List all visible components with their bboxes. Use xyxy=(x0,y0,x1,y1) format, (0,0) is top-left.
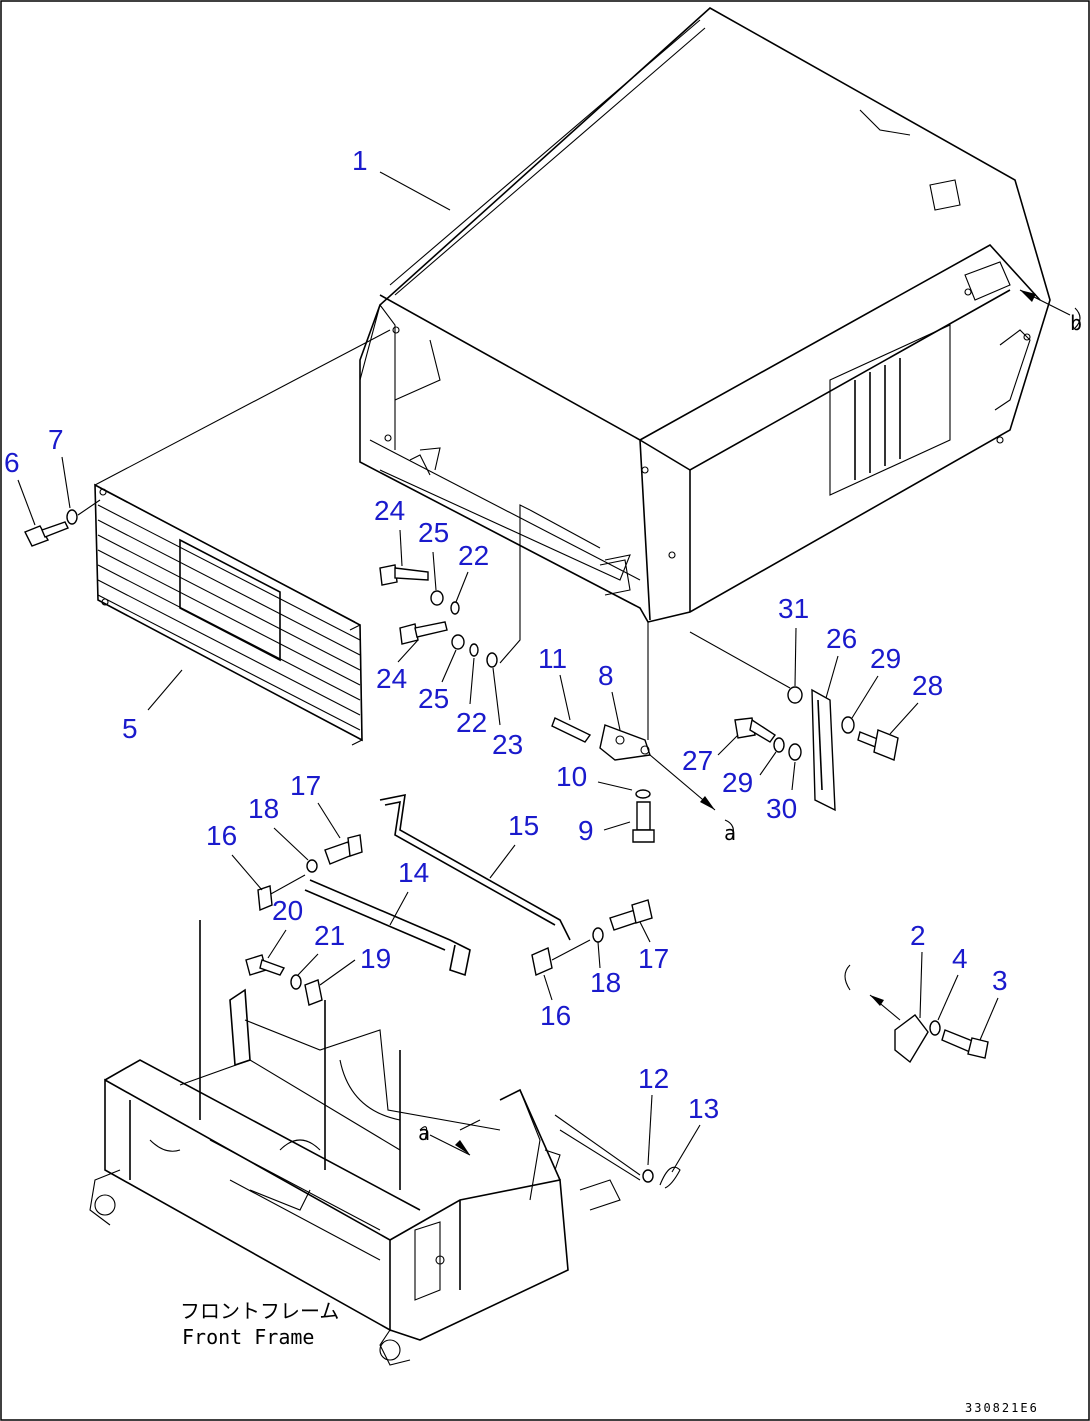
callout-24-bottom: 24 xyxy=(376,663,407,694)
callout-9: 9 xyxy=(578,815,594,846)
callout-7: 7 xyxy=(48,424,64,455)
bolts-24-25-22-23 xyxy=(379,504,601,668)
callout-16-right: 16 xyxy=(540,1000,571,1031)
callout-6: 6 xyxy=(4,447,20,478)
bracket-26-assembly xyxy=(689,631,899,812)
ref-letter-b: b xyxy=(1070,311,1082,335)
callout-25-top: 25 xyxy=(418,517,449,548)
ref-letter-a: a xyxy=(724,821,736,845)
callout-18-left: 18 xyxy=(248,793,279,824)
callout-17-right: 17 xyxy=(638,943,669,974)
pin-12-clip-13 xyxy=(642,1166,681,1189)
callout-20: 20 xyxy=(272,895,303,926)
callout-24-top: 24 xyxy=(374,495,405,526)
hood-cover xyxy=(359,7,1081,623)
callout-13: 13 xyxy=(688,1093,719,1124)
bolts-16-17-18-left xyxy=(257,834,363,912)
bolt-20-assembly xyxy=(245,954,323,1006)
callout-31: 31 xyxy=(778,593,809,624)
callout-12: 12 xyxy=(638,1063,669,1094)
callout-3: 3 xyxy=(992,965,1008,996)
callout-23: 23 xyxy=(492,729,523,760)
callout-11: 11 xyxy=(538,643,567,674)
rods-14-15 xyxy=(259,793,571,977)
callout-4: 4 xyxy=(952,943,968,974)
callout-15: 15 xyxy=(508,810,539,841)
callout-30: 30 xyxy=(766,793,797,824)
callout-2: 2 xyxy=(910,920,926,951)
callout-19: 19 xyxy=(360,943,391,974)
front-grille xyxy=(94,329,391,746)
callout-25-bottom: 25 xyxy=(418,683,449,714)
callout-17-left: 17 xyxy=(290,770,321,801)
callout-8: 8 xyxy=(598,660,614,691)
callout-1: 1 xyxy=(352,145,368,176)
callout-10: 10 xyxy=(556,761,587,792)
callout-14: 14 xyxy=(398,857,429,888)
callout-27: 27 xyxy=(682,745,713,776)
callout-16-left: 16 xyxy=(206,820,237,851)
ref-letter-a-frame: a xyxy=(418,1121,430,1145)
callouts: 1 2 3 4 5 6 7 8 9 10 11 12 13 14 15 16 1 xyxy=(4,145,1008,1173)
callout-22-bottom: 22 xyxy=(456,707,487,738)
callout-21: 21 xyxy=(314,920,345,951)
callout-5: 5 xyxy=(122,713,138,744)
frame-label-english: Front Frame xyxy=(182,1325,314,1349)
plate-2-assembly xyxy=(844,964,989,1064)
callout-28: 28 xyxy=(912,670,943,701)
callout-22-top: 22 xyxy=(458,540,489,571)
frame-label-japanese: フロントフレーム xyxy=(180,1299,339,1323)
callout-26: 26 xyxy=(826,623,857,654)
callout-18-right: 18 xyxy=(590,967,621,998)
callout-29-bottom: 29 xyxy=(722,767,753,798)
bolts-16-17-18-right xyxy=(531,899,653,976)
callout-29-top: 29 xyxy=(870,643,901,674)
bracket-8-assembly xyxy=(551,622,734,843)
front-frame xyxy=(89,920,641,1366)
bolt-6-washer-7 xyxy=(24,499,101,547)
drawing-code: 330821E6 xyxy=(965,1401,1039,1415)
